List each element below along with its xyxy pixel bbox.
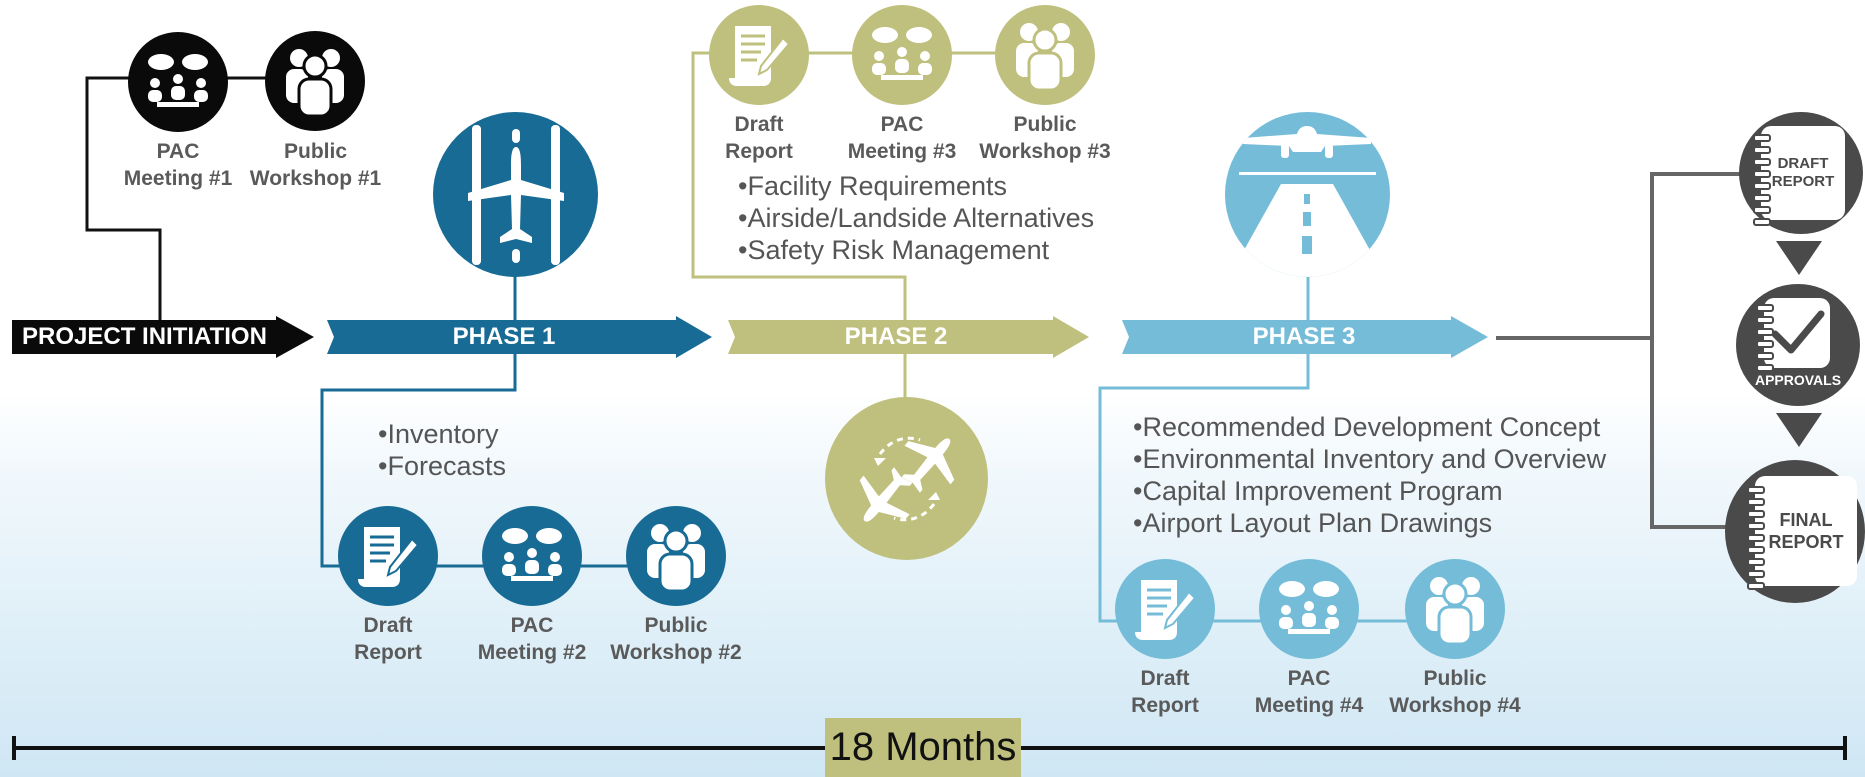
pac-meeting-3-circle: [852, 5, 952, 105]
draft-report-2-circle: [709, 5, 809, 105]
phase3-hero-circle: [1225, 112, 1390, 277]
phase3-bullet: Capital Improvement Program: [1133, 475, 1606, 507]
public-workshop-3-circle: [995, 5, 1095, 105]
phase1-bullet: Inventory: [378, 418, 506, 450]
approvals-circle: APPROVALS: [1736, 284, 1860, 406]
pac-meeting-4-circle: [1259, 559, 1359, 659]
phase2-hero-circle: [825, 397, 988, 560]
people-icon: [1016, 23, 1074, 90]
phase2-label: PHASE 2: [844, 323, 948, 350]
duration-label: 18 Months: [825, 718, 1021, 777]
pac-meeting-1-circle: [128, 32, 228, 132]
approvals-document-icon: [1764, 298, 1830, 368]
phase3-events-connector: [1098, 350, 1310, 623]
project-initiation-arrow: [12, 316, 314, 358]
people-icon: [647, 524, 705, 591]
down-arrow-1: [1776, 241, 1822, 275]
phase1-hero-circle: [433, 112, 598, 277]
phase2-events-connector: [691, 51, 907, 320]
phase3-bullet: Airport Layout Plan Drawings: [1133, 507, 1606, 539]
people-icon: [1426, 577, 1484, 644]
meeting-icon: [148, 54, 208, 107]
phase1-bullets: Inventory Forecasts: [378, 418, 506, 482]
phase1-label: PHASE 1: [452, 323, 556, 350]
phase3-bullet: Recommended Development Concept: [1133, 411, 1606, 443]
public-workshop-2-circle: [626, 506, 726, 606]
report-icon: [1135, 580, 1197, 640]
phase2-bullet: Facility Requirements: [738, 170, 1094, 202]
phase2-bullets: Facility Requirements Airside/Landside A…: [738, 170, 1094, 266]
project-initiation-label: PROJECT INITIATION: [22, 323, 267, 350]
public-workshop-1-circle: [265, 31, 365, 131]
meeting-icon: [502, 528, 562, 581]
pac-meeting-2-circle: [482, 506, 582, 606]
phase3-bullets: Recommended Development Concept Environm…: [1133, 411, 1606, 539]
report-icon: [358, 527, 420, 587]
spiral-binding-icon: [1753, 134, 1771, 230]
phase2-bullet: Safety Risk Management: [738, 234, 1094, 266]
phase3-arrow: [1122, 316, 1488, 358]
phase3-label: PHASE 3: [1252, 323, 1356, 350]
draft-report-3-circle: [1115, 559, 1215, 659]
draft-report-1-circle: [338, 506, 438, 606]
runway-airplane-icon: [467, 124, 564, 265]
phase2-bullet: Airside/Landside Alternatives: [738, 202, 1094, 234]
initiation-connector: [85, 76, 162, 320]
meeting-icon: [1279, 581, 1339, 634]
meeting-icon: [872, 27, 932, 80]
airplane-landing-icon: [1229, 126, 1385, 277]
public-workshop-4-circle: [1405, 559, 1505, 659]
phase1-events-connector: [320, 350, 517, 568]
spiral-binding-icon: [1756, 304, 1774, 376]
people-icon: [286, 49, 344, 116]
down-arrow-2: [1776, 413, 1822, 447]
spiral-binding-icon: [1747, 486, 1765, 594]
final-bracket: [1650, 172, 1768, 529]
phase1-arrow: [327, 316, 712, 358]
phase3-bullet: Environmental Inventory and Overview: [1133, 443, 1606, 475]
airplanes-cycle-icon: [859, 436, 954, 522]
approvals-label: APPROVALS: [1754, 372, 1842, 388]
phase2-arrow: [728, 316, 1089, 358]
checkmark-icon: [1771, 310, 1825, 354]
phase1-bullet: Forecasts: [378, 450, 506, 482]
report-icon: [729, 26, 791, 86]
